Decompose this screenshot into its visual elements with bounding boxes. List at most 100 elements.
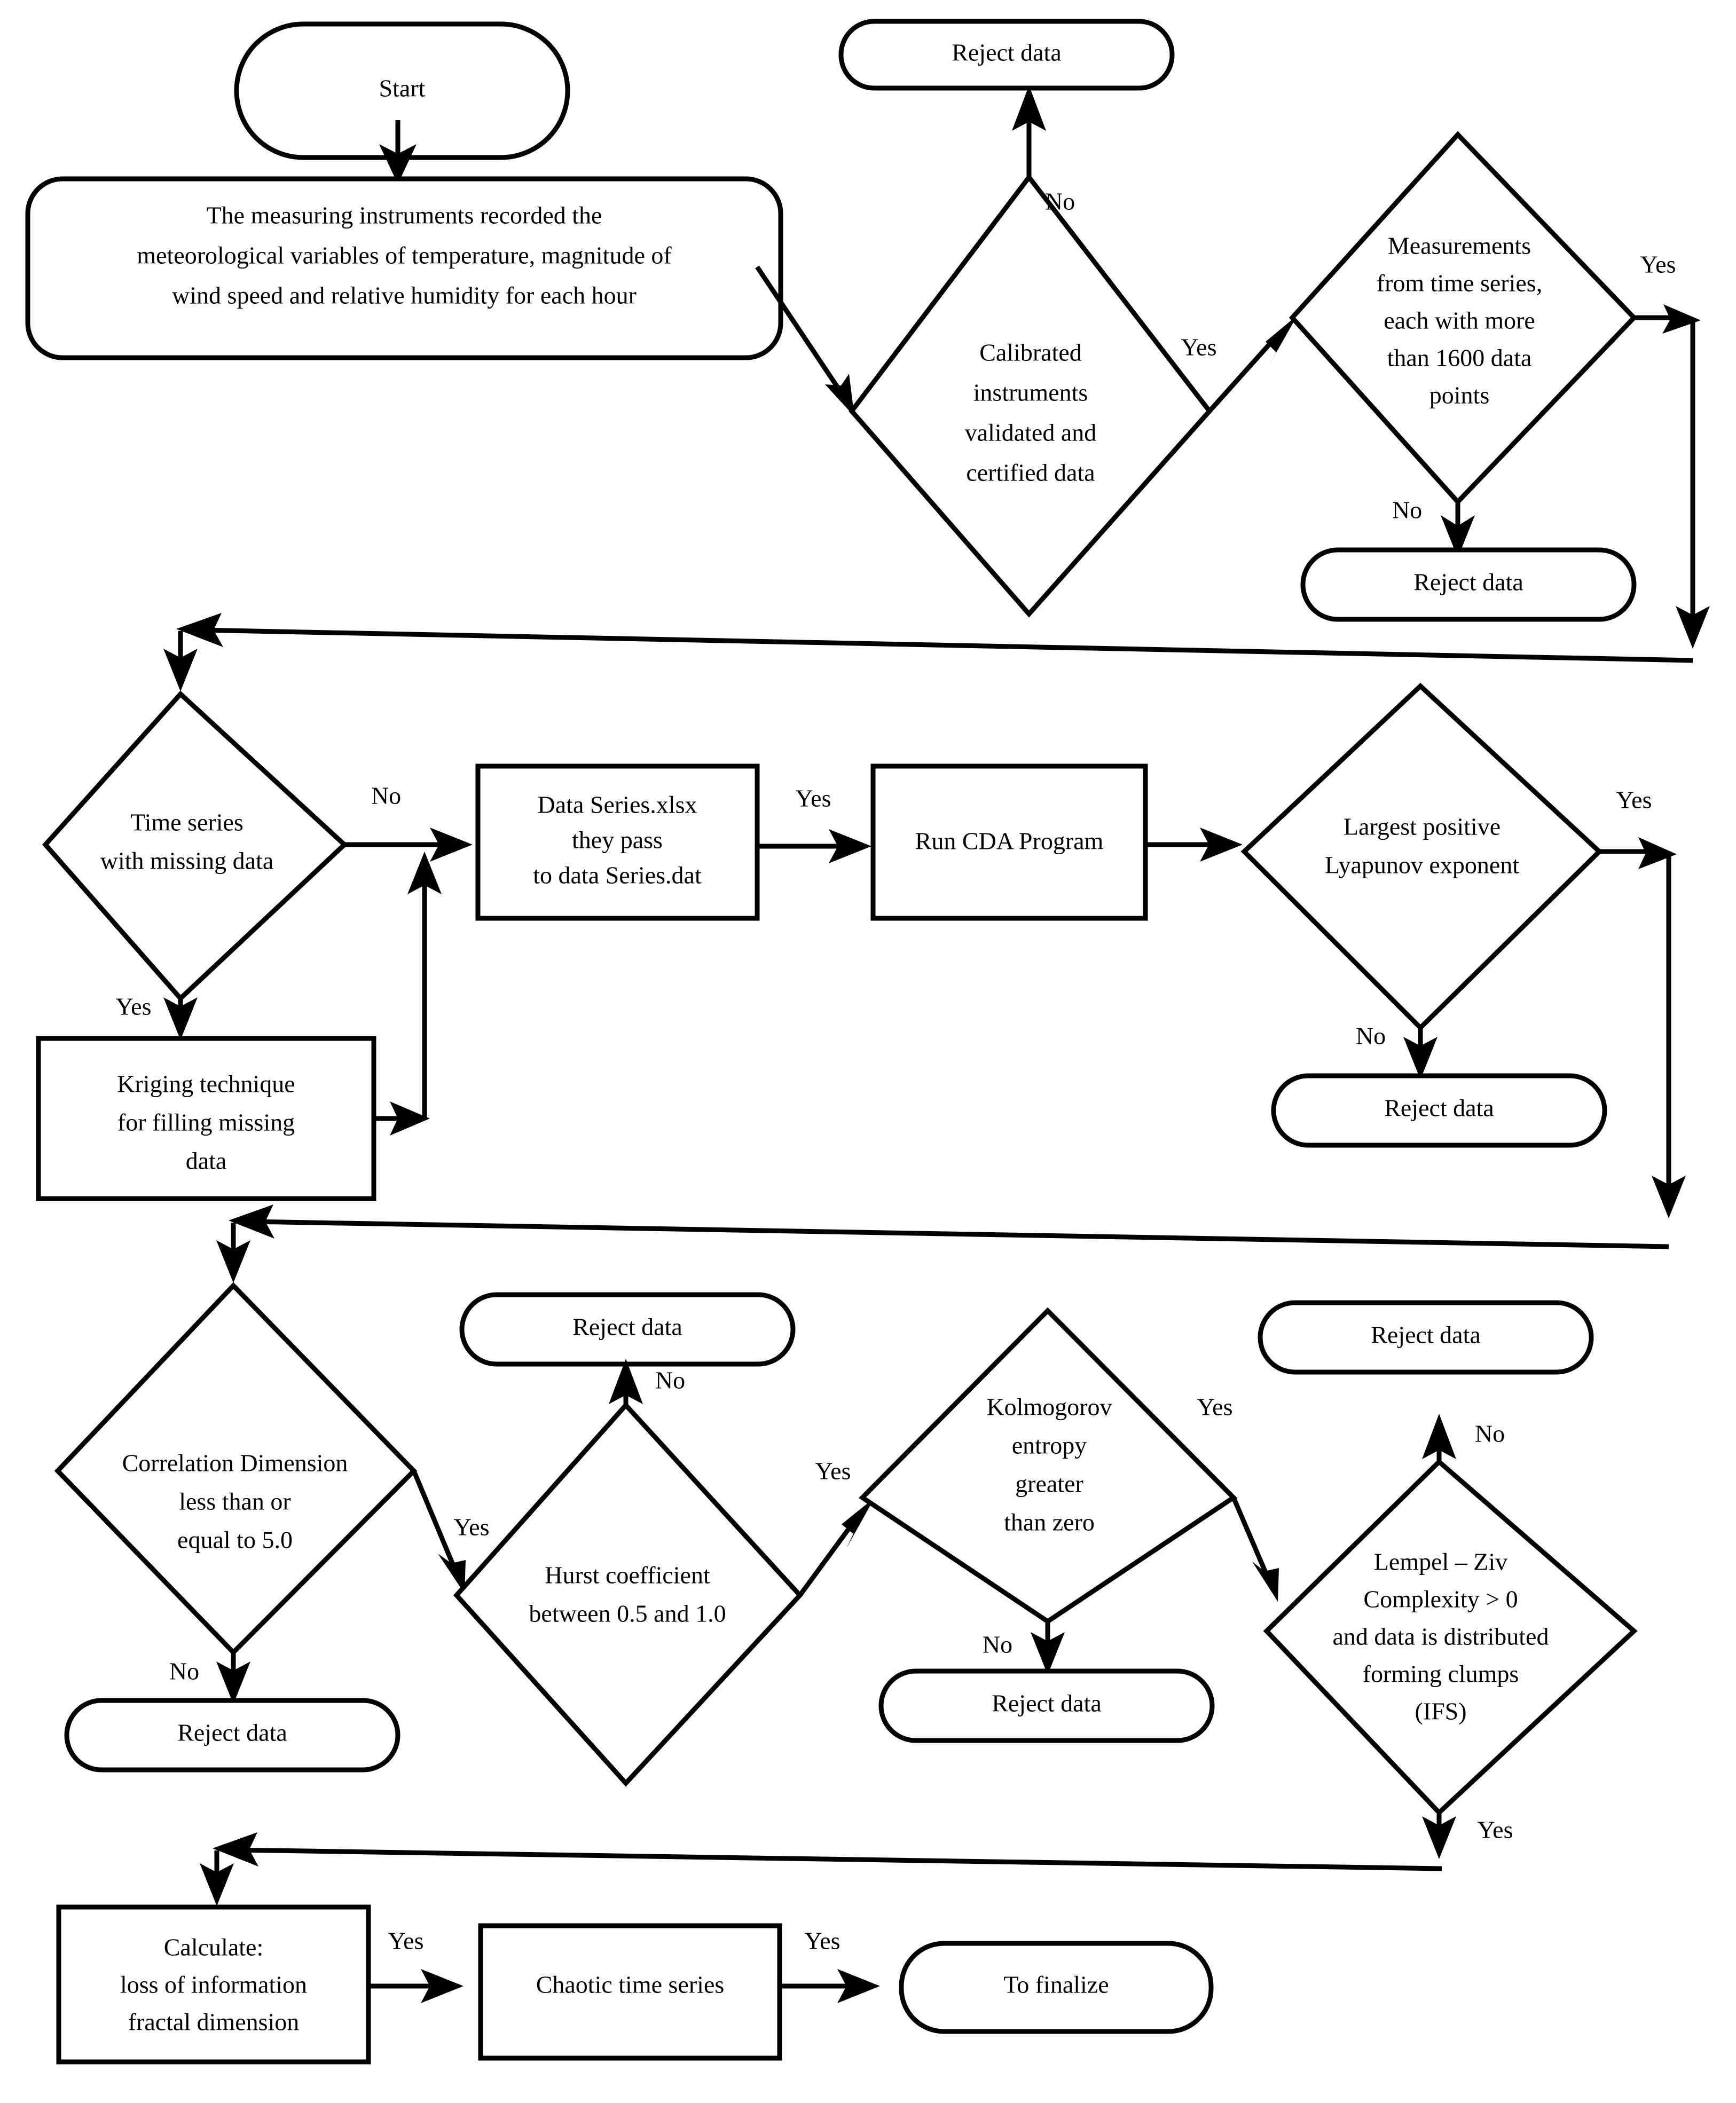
edge-row2-to-row3-feedback <box>216 1204 1669 1283</box>
node-reject-3-label: Reject data <box>1384 1094 1494 1122</box>
edge-hurst-yes: Yes <box>798 1458 875 1597</box>
node-calculate-line2: loss of information <box>120 1971 307 1998</box>
node-measurements-line4: than 1600 data <box>1387 344 1532 372</box>
node-hurst[interactable]: Hurst coefficient between 0.5 and 1.0 <box>453 1401 804 1787</box>
node-chaotic[interactable]: Chaotic time series <box>478 1923 782 2061</box>
node-hurst-line1: Hurst coefficient <box>545 1562 710 1589</box>
node-correlation-line1: Correlation Dimension <box>122 1450 348 1477</box>
node-lyapunov[interactable]: Largest positive Lyapunov exponent <box>1240 682 1603 1031</box>
edge-lyapunov-yes: Yes <box>1599 786 1686 1218</box>
node-kriging[interactable]: Kriging technique for filling missing da… <box>36 1036 376 1201</box>
node-measuring-line2: meteorological variables of temperature,… <box>137 242 672 269</box>
node-start[interactable]: Start <box>234 21 570 160</box>
edge-label-lyapunov-no: No <box>1356 1022 1386 1050</box>
edge-kolmogorov-yes: Yes <box>1197 1393 1279 1602</box>
node-chaotic-label: Chaotic time series <box>536 1971 725 1998</box>
node-run-cda-label: Run CDA Program <box>915 828 1104 855</box>
edge-correlation-no: No <box>169 1652 250 1704</box>
edge-lyapunov-no: No <box>1356 1022 1437 1080</box>
node-calibrated-line1: Calibrated <box>979 339 1082 366</box>
node-kriging-line2: for filling missing <box>117 1109 295 1136</box>
node-kolmogorov-line4: than zero <box>1004 1509 1095 1536</box>
node-timeseries-line1: Time series <box>130 809 243 836</box>
node-calculate[interactable]: Calculate: loss of information fractal d… <box>56 1904 371 2065</box>
node-reject-5-label: Reject data <box>572 1313 682 1341</box>
node-reject-3[interactable]: Reject data <box>1271 1073 1607 1148</box>
edge-label-correlation-no: No <box>169 1658 199 1685</box>
node-kolmogorov-line3: greater <box>1015 1470 1083 1498</box>
edge-timeseries-yes: Yes <box>116 993 198 1040</box>
edge-dataseries-yes: Yes <box>757 785 871 863</box>
edge-label-lyapunov-yes: Yes <box>1616 786 1652 814</box>
node-measurements-line5: points <box>1429 382 1489 409</box>
node-data-series[interactable]: Data Series.xlsx they pass to data Serie… <box>475 763 760 921</box>
edge-start-to-measuring <box>379 120 417 184</box>
node-run-cda[interactable]: Run CDA Program <box>870 763 1148 921</box>
edge-calibrated-yes: Yes <box>1181 315 1298 413</box>
edge-label-lempel-no: No <box>1475 1420 1505 1447</box>
node-calculate-line3: fractal dimension <box>128 2009 300 2036</box>
node-lempel-line2: Complexity > 0 <box>1363 1586 1518 1613</box>
node-calibrated-line3: validated and <box>965 419 1097 446</box>
edge-label-calibrated-no: No <box>1045 188 1075 215</box>
node-calibrated-instruments[interactable]: Calibrated instruments validated and cer… <box>849 173 1213 618</box>
edge-label-chaotic-yes: Yes <box>805 1927 840 1955</box>
node-reject-2-label: Reject data <box>1413 569 1523 596</box>
node-kriging-line1: Kriging technique <box>117 1070 295 1098</box>
edge-label-dataseries-yes: Yes <box>796 785 831 812</box>
node-reject-1-label: Reject data <box>952 39 1062 66</box>
node-data-series-line2: they pass <box>572 826 663 854</box>
node-measuring-line1: The measuring instruments recorded the <box>207 202 602 229</box>
node-lempel-ziv[interactable]: Lempel – Ziv Complexity > 0 and data is … <box>1263 1458 1638 1816</box>
edge-label-lempel-yes: Yes <box>1478 1816 1513 1844</box>
node-reject-5[interactable]: Reject data <box>459 1292 796 1367</box>
edge-kolmogorov-no: No <box>983 1621 1065 1675</box>
node-correlation-line3: equal to 5.0 <box>177 1526 293 1554</box>
node-timeseries-missing[interactable]: Time series with missing data <box>42 690 348 1002</box>
node-measurements-line3: each with more <box>1384 307 1535 334</box>
node-measuring-instruments[interactable]: The measuring instruments recorded the m… <box>25 176 783 360</box>
node-reject-2[interactable]: Reject data <box>1300 547 1637 622</box>
node-data-series-line3: to data Series.dat <box>533 862 702 889</box>
edge-timeseries-no: No <box>344 782 473 862</box>
edge-row1-to-row2-feedback <box>163 613 1693 691</box>
node-lempel-line4: forming clumps <box>1363 1660 1519 1688</box>
node-timeseries-line2: with missing data <box>100 847 274 875</box>
edge-label-hurst-yes: Yes <box>815 1458 851 1485</box>
edge-chaotic-yes: Yes <box>780 1927 880 2003</box>
node-calculate-line1: Calculate: <box>164 1934 263 1961</box>
edge-label-measurements-yes: Yes <box>1640 251 1676 278</box>
node-reject-7[interactable]: Reject data <box>1258 1300 1594 1375</box>
node-lyapunov-line1: Largest positive <box>1344 813 1501 840</box>
edge-correlation-yes: Yes <box>411 1470 489 1594</box>
edge-label-hurst-no: No <box>655 1367 685 1394</box>
node-kolmogorov-line2: entropy <box>1012 1432 1087 1459</box>
edge-label-timeseries-no: No <box>371 782 401 809</box>
node-reject-7-label: Reject data <box>1371 1321 1481 1349</box>
node-reject-4[interactable]: Reject data <box>64 1698 400 1773</box>
node-finalize-label: To finalize <box>1003 1971 1109 1998</box>
node-reject-6[interactable]: Reject data <box>878 1668 1215 1743</box>
edge-calculate-yes: Yes <box>368 1927 464 2003</box>
edge-runcda-to-lyapunov <box>1145 828 1243 862</box>
node-kriging-line3: data <box>186 1147 227 1175</box>
edge-label-measurements-no: No <box>1392 497 1422 524</box>
node-reject-4-label: Reject data <box>177 1719 287 1746</box>
edge-hurst-no: No <box>609 1359 685 1405</box>
node-measurements-decision[interactable]: Measurements from time series, each with… <box>1289 131 1638 506</box>
edge-label-kolmogorov-yes: Yes <box>1197 1393 1233 1421</box>
node-correlation-line2: less than or <box>179 1488 291 1515</box>
edge-label-kolmogorov-no: No <box>983 1631 1012 1658</box>
node-kolmogorov[interactable]: Kolmogorov entropy greater than zero <box>858 1307 1238 1625</box>
edge-row3-to-row4-feedback <box>200 1832 1442 1906</box>
edge-label-timeseries-yes: Yes <box>116 993 152 1020</box>
node-correlation-dimension[interactable]: Correlation Dimension less than or equal… <box>54 1282 418 1656</box>
node-data-series-line1: Data Series.xlsx <box>538 791 697 818</box>
edge-lempel-yes: Yes <box>1422 1813 1513 1859</box>
node-finalize[interactable]: To finalize <box>899 1941 1214 2034</box>
node-start-label: Start <box>379 75 426 102</box>
node-kolmogorov-line1: Kolmogorov <box>986 1393 1112 1421</box>
edge-label-calculate-yes: Yes <box>388 1927 424 1955</box>
node-reject-1[interactable]: Reject data <box>838 19 1175 91</box>
